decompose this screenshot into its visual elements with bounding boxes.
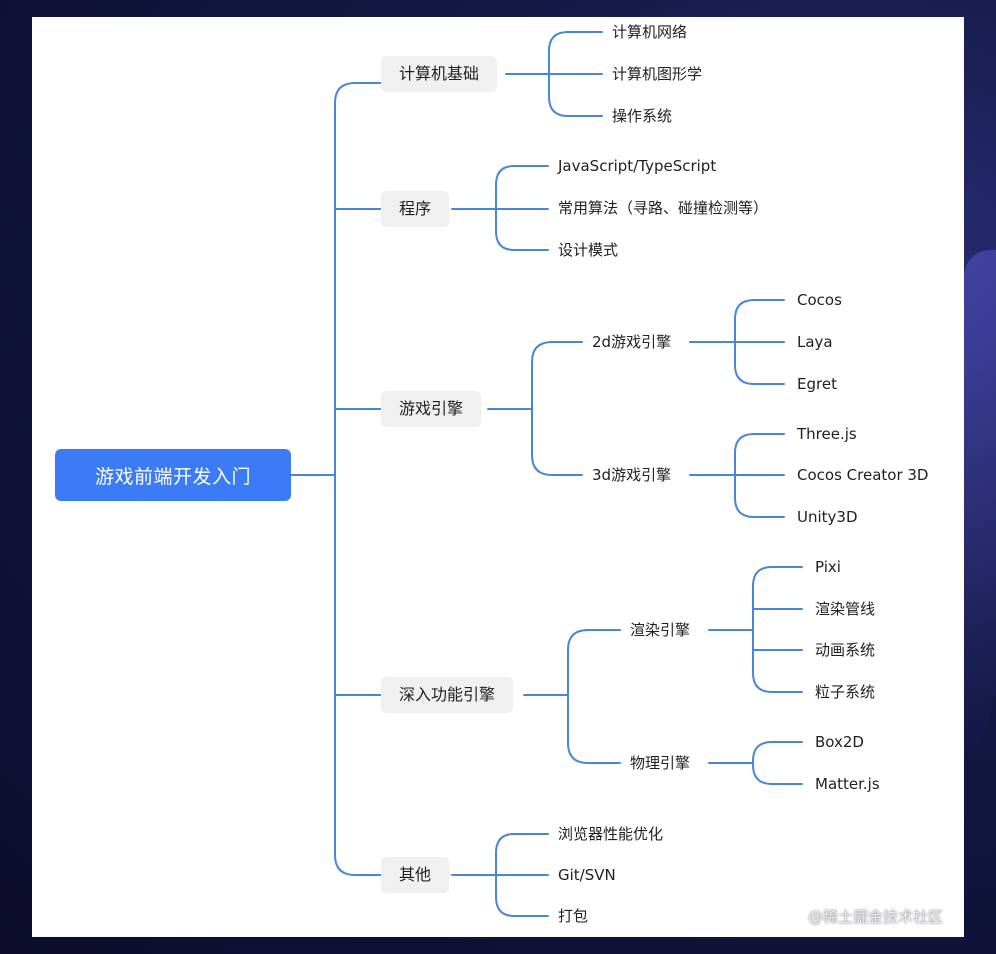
leaf-algorithms[interactable]: 常用算法（寻路、碰撞检测等） bbox=[558, 199, 769, 217]
leaf-pixi[interactable]: Pixi bbox=[815, 558, 841, 576]
branch-other[interactable]: 其他 bbox=[381, 857, 450, 893]
trunk-line bbox=[334, 82, 356, 876]
leaf-egret[interactable]: Egret bbox=[797, 375, 837, 393]
leaf-computer-graphics[interactable]: 计算机图形学 bbox=[612, 65, 703, 83]
sub-physics-engine[interactable]: 物理引擎 bbox=[630, 754, 691, 772]
sub-2d-engine[interactable]: 2d游戏引擎 bbox=[592, 333, 672, 351]
watermark: @稀土掘金技术社区 bbox=[808, 908, 944, 926]
leaf-box2d[interactable]: Box2D bbox=[815, 733, 864, 751]
root-node[interactable]: 游戏前端开发入门 bbox=[55, 449, 291, 501]
sub-3d-engine[interactable]: 3d游戏引擎 bbox=[592, 466, 672, 484]
leaf-operating-system[interactable]: 操作系统 bbox=[612, 107, 673, 125]
leaf-threejs[interactable]: Three.js bbox=[797, 425, 857, 443]
leaf-cocos-creator-3d[interactable]: Cocos Creator 3D bbox=[797, 466, 929, 484]
mindmap-canvas: 游戏前端开发入门 计算机基础 程序 游戏引擎 深入功能引擎 其他 计算机网络 计… bbox=[32, 17, 964, 937]
leaf-browser-performance[interactable]: 浏览器性能优化 bbox=[558, 825, 664, 843]
branch-game-engine[interactable]: 游戏引擎 bbox=[381, 391, 482, 427]
branch-programming[interactable]: 程序 bbox=[381, 191, 450, 227]
leaf-render-pipeline[interactable]: 渲染管线 bbox=[815, 600, 876, 618]
leaf-animation-system[interactable]: 动画系统 bbox=[815, 641, 876, 659]
leaf-computer-network[interactable]: 计算机网络 bbox=[612, 23, 688, 41]
leaf-git-svn[interactable]: Git/SVN bbox=[558, 866, 616, 884]
leaf-cocos[interactable]: Cocos bbox=[797, 291, 842, 309]
leaf-js-ts[interactable]: JavaScript/TypeScript bbox=[558, 157, 717, 175]
leaf-design-patterns[interactable]: 设计模式 bbox=[558, 241, 619, 259]
leaf-unity3d[interactable]: Unity3D bbox=[797, 508, 858, 526]
leaf-laya[interactable]: Laya bbox=[797, 333, 833, 351]
leaf-matterjs[interactable]: Matter.js bbox=[815, 775, 880, 793]
leaf-particle-system[interactable]: 粒子系统 bbox=[815, 683, 876, 701]
branch-computer-basics[interactable]: 计算机基础 bbox=[381, 56, 498, 92]
sub-render-engine[interactable]: 渲染引擎 bbox=[630, 621, 691, 639]
leaf-packaging[interactable]: 打包 bbox=[558, 907, 589, 925]
branch-advanced-engine[interactable]: 深入功能引擎 bbox=[381, 677, 514, 713]
connector-lines bbox=[290, 31, 803, 917]
